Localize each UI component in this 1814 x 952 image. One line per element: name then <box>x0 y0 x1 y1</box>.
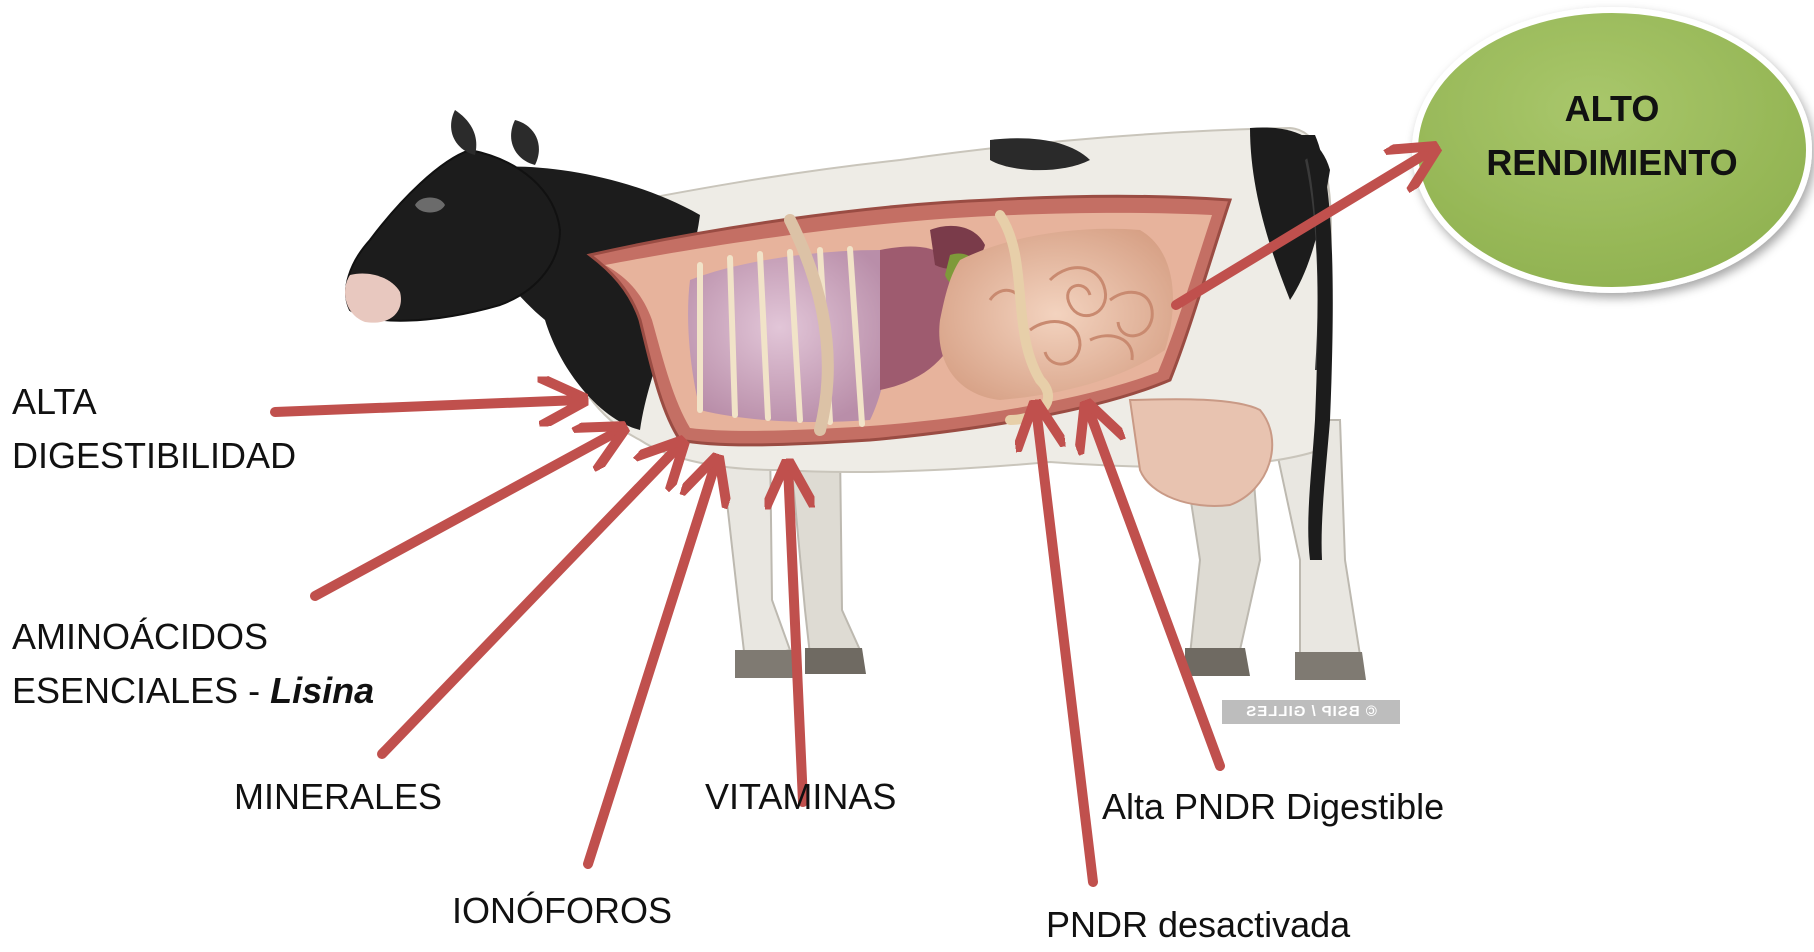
label-minerales: MINERALES <box>234 770 442 824</box>
cow-head <box>345 110 560 323</box>
label-alta-digestibilidad: ALTA DIGESTIBILIDAD <box>12 375 296 483</box>
label-amino-prefix: ESENCIALES - <box>12 670 270 711</box>
label-amino-line1: AMINOÁCIDOS <box>12 610 374 664</box>
arrow-alta-digestibilidad <box>275 400 580 412</box>
label-alto-rendimiento: ALTO RENDIMIENTO <box>1418 82 1806 190</box>
label-ionoforos: IONÓFOROS <box>452 884 672 938</box>
label-vitaminas: VITAMINAS <box>705 770 896 824</box>
label-outcome-line1: ALTO <box>1418 82 1806 136</box>
label-amino-line2: ESENCIALES - Lisina <box>12 664 374 718</box>
arrow-aminoacidos <box>315 430 620 596</box>
label-outcome-line2: RENDIMIENTO <box>1418 136 1806 190</box>
label-alta-line2: DIGESTIBILIDAD <box>12 429 296 483</box>
label-alta-line1: ALTA <box>12 375 296 429</box>
label-aminoacidos: AMINOÁCIDOS ESENCIALES - Lisina <box>12 610 374 718</box>
label-pndr-digestible: Alta PNDR Digestible <box>1102 780 1444 834</box>
arrow-pndr-desactivada <box>1036 408 1093 882</box>
label-pndr-desactivada: PNDR desactivada <box>1046 898 1350 952</box>
watermark-text: © BSIP / GILLES <box>1222 700 1400 724</box>
label-amino-lisina: Lisina <box>270 670 374 711</box>
cow-udder <box>1130 399 1272 506</box>
